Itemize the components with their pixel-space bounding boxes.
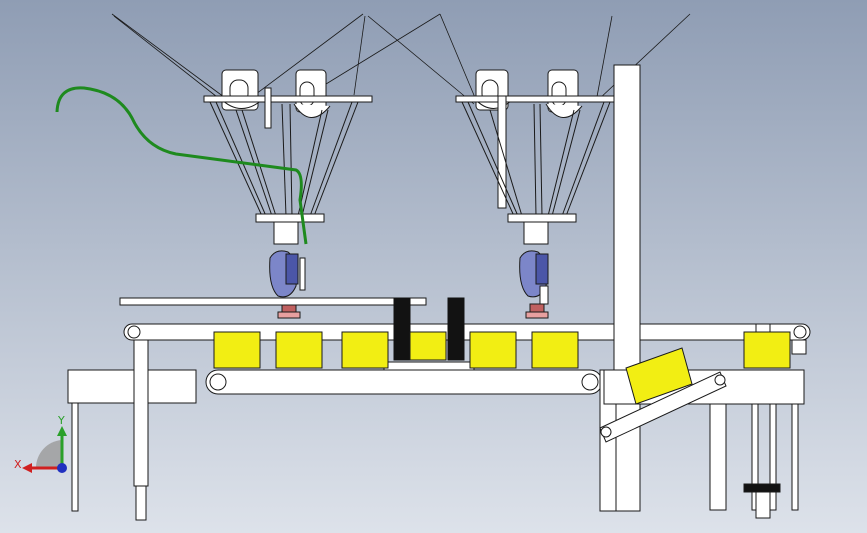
end-effector-plate <box>255 213 325 223</box>
products[interactable] <box>213 331 791 405</box>
tray-rail <box>119 297 427 306</box>
belt-roller <box>793 325 807 339</box>
suspension-wires <box>367 13 691 105</box>
delta-robot-right[interactable] <box>367 13 691 319</box>
tray-dividers <box>393 297 465 361</box>
product-box[interactable] <box>531 331 579 369</box>
motor-housing-right <box>293 69 331 118</box>
gripper-actuator <box>285 253 299 285</box>
lower-belt <box>205 369 603 395</box>
robot-base-plate <box>455 95 625 103</box>
right-leg-thin <box>769 403 777 511</box>
y-axis-label: Y <box>57 414 65 427</box>
belt-roller <box>209 373 227 391</box>
suction-cup <box>529 303 545 313</box>
inclined-chute <box>599 371 727 443</box>
delta-robot-left[interactable] <box>111 13 441 319</box>
end-effector-body <box>523 221 549 245</box>
robot-shaft <box>497 95 507 209</box>
suction-cup-base <box>277 311 301 319</box>
product-box[interactable] <box>213 331 261 369</box>
foot-clamp <box>743 483 781 493</box>
gripper-actuator <box>535 253 549 285</box>
product-box[interactable] <box>275 331 323 369</box>
robot-shaft <box>264 87 272 129</box>
motor-housing-right <box>545 69 583 118</box>
robot-arms <box>461 101 611 217</box>
chute-pivot <box>714 374 726 386</box>
right-leg-thin <box>791 403 799 511</box>
product-box[interactable] <box>341 331 389 369</box>
x-axis-label: X <box>14 458 22 471</box>
belt-roller <box>127 325 141 339</box>
end-effector-body <box>273 221 299 245</box>
right-leg <box>709 403 727 511</box>
gripper-rod <box>539 285 549 305</box>
belt-roller <box>581 373 599 391</box>
end-effector-plate <box>507 213 577 223</box>
suction-cup-base <box>525 311 549 319</box>
leg-foot <box>135 485 147 521</box>
robot-base-plate <box>203 95 373 103</box>
gripper-rod <box>299 257 306 291</box>
product-box-falling[interactable] <box>625 347 693 405</box>
tall-column <box>613 64 641 512</box>
motor-housing-left <box>219 69 263 111</box>
product-box[interactable] <box>743 331 791 369</box>
belt-clamp <box>383 361 475 371</box>
z-axis-dot <box>57 463 67 473</box>
left-frame-block <box>67 369 197 404</box>
robot-arms <box>209 101 359 217</box>
coordinate-triad-icon: Y X <box>14 414 67 473</box>
left-leg-inner <box>133 339 149 487</box>
chute-pivot <box>600 426 612 438</box>
product-box[interactable] <box>469 331 517 369</box>
right-leg-thin <box>751 403 759 511</box>
leg-foot <box>755 489 771 519</box>
product-box[interactable] <box>409 331 447 361</box>
belt-bracket <box>791 339 807 355</box>
robot-cable <box>55 86 308 245</box>
left-leg-outer <box>71 402 79 512</box>
